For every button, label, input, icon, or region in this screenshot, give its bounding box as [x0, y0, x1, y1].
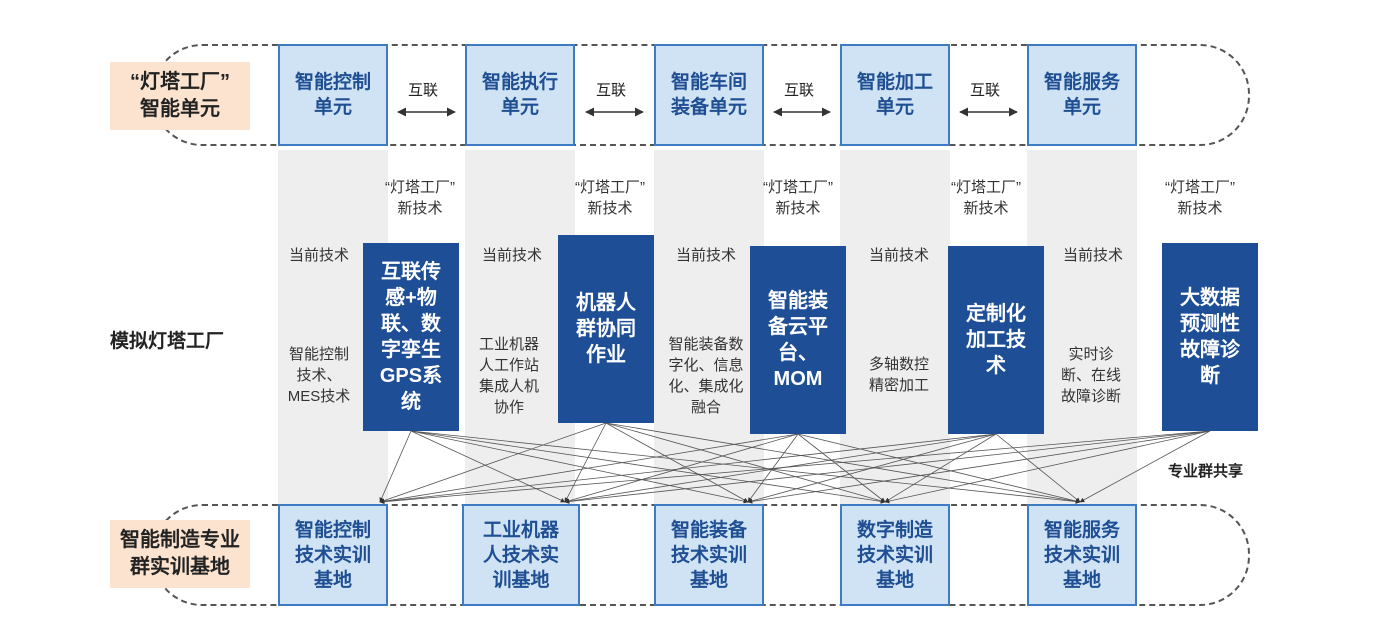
current-tech-detail: 智能装备数 字化、信息 化、集成化 融合: [668, 336, 744, 416]
unit-smart-workshop: 智能车间 装备单元: [654, 44, 764, 146]
share-connector: [564, 433, 799, 504]
base-smart-control: 智能控制 技术实训 基地: [278, 504, 388, 606]
shared-label: 专业群共享: [1168, 463, 1244, 480]
current-tech-label: 当前技术: [481, 247, 542, 264]
share-connector: [995, 433, 1081, 503]
current-tech-detail: 实时诊 断、在线 故障诊断: [1060, 346, 1121, 405]
base-digital-manufacturing: 数字制造 技术实训 基地: [840, 504, 950, 606]
column-stripe: [465, 150, 575, 504]
new-tech-label: “灯塔工厂” 新技术: [763, 179, 833, 217]
current-tech-label: 当前技术: [288, 247, 349, 264]
new-tech-label: “灯塔工厂” 新技术: [385, 179, 455, 217]
base-smart-equipment: 智能装备 技术实训 基地: [654, 504, 764, 606]
new-tech-equipment-cloud: 智能装 备云平 台、 MOM: [750, 246, 846, 434]
middle-section-label: 模拟灯塔工厂: [110, 331, 225, 352]
share-connector: [884, 433, 997, 503]
new-tech-label: “灯塔工厂” 新技术: [951, 179, 1021, 217]
column-stripe: [654, 150, 764, 504]
new-tech-label: “灯塔工厂” 新技术: [1165, 179, 1235, 217]
share-connector: [605, 422, 886, 504]
share-connector: [747, 430, 1211, 504]
link-label: 互联: [970, 82, 1001, 99]
new-tech-label: “灯塔工厂” 新技术: [575, 179, 645, 217]
bottom-band-label: 智能制造专业 群实训基地: [110, 520, 250, 588]
unit-smart-control: 智能控制 单元: [278, 44, 388, 146]
share-connector: [379, 433, 799, 504]
current-tech-label: 当前技术: [868, 247, 929, 264]
share-connector: [410, 430, 1081, 504]
unit-smart-machining: 智能加工 单元: [840, 44, 950, 146]
share-connector: [564, 422, 607, 503]
base-industrial-robot: 工业机器 人技术实 训基地: [462, 504, 580, 606]
new-tech-iot-digital-twin: 互联传 感+物 联、数 字孪生 GPS系 统: [363, 243, 459, 431]
share-connector: [379, 430, 1211, 505]
share-connector: [1079, 430, 1211, 503]
new-tech-custom-machining: 定制化 加工技 术: [948, 246, 1044, 434]
current-tech-detail: 多轴数控 精密加工: [868, 356, 929, 394]
share-connector: [797, 433, 886, 503]
share-connector: [605, 422, 749, 503]
share-connector: [379, 422, 607, 503]
current-tech-detail: 工业机器 人工作站 集成人机 协作: [478, 336, 539, 416]
base-smart-service: 智能服务 技术实训 基地: [1027, 504, 1137, 606]
share-connector: [410, 430, 886, 504]
share-connector: [564, 430, 1211, 504]
link-label: 互联: [408, 82, 439, 99]
link-label: 互联: [596, 82, 627, 99]
link-label: 互联: [784, 82, 815, 99]
share-connector: [884, 430, 1211, 504]
new-tech-robot-collaboration: 机器人 群协同 作业: [558, 235, 654, 423]
current-tech-label: 当前技术: [1062, 247, 1123, 264]
share-connector: [410, 430, 566, 503]
top-band-label: “灯塔工厂” 智能单元: [110, 62, 250, 130]
share-connector: [379, 430, 412, 503]
current-tech-detail: 智能控制 技术、 MES技术: [287, 346, 351, 405]
unit-smart-execution: 智能执行 单元: [465, 44, 575, 146]
share-connector: [797, 433, 1081, 504]
share-connector: [379, 433, 997, 504]
current-tech-label: 当前技术: [675, 247, 736, 264]
new-tech-big-data-diagnosis: 大数据 预测性 故障诊 断: [1162, 243, 1258, 431]
unit-smart-service: 智能服务 单元: [1027, 44, 1137, 146]
share-connector: [410, 430, 749, 504]
